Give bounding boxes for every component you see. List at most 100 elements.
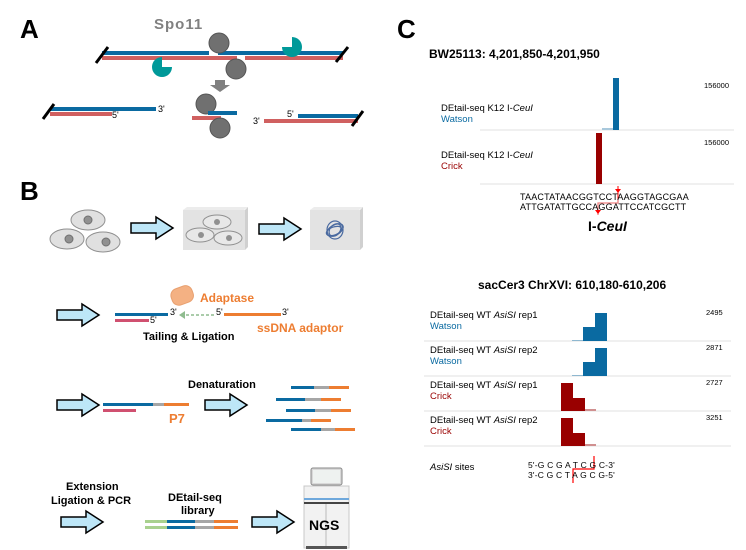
denatured-strand-segment (335, 428, 355, 431)
watson-signal-bar-minor (602, 128, 613, 130)
enzyme-name: AsiSI (430, 462, 453, 473)
adaptase-enzyme-icon (170, 285, 194, 306)
signal-bar (572, 375, 583, 376)
spo11-protein-icon (195, 93, 217, 115)
panel-a-label: A (20, 14, 39, 44)
watson-strand-left (102, 51, 209, 55)
strand-label-watson: Watson (430, 356, 462, 367)
sequence-bottom-strand: ATTGATATTGCCAGGATTCCATCGCTT (520, 202, 687, 212)
track-scale-max: 2871 (706, 343, 723, 352)
track-scale-max: 2495 (706, 308, 723, 317)
chromosome-end-mark (334, 46, 350, 63)
chromosome-end-mark (94, 46, 110, 64)
enzyme-name: AsiSI (493, 345, 516, 356)
denatured-strand-segment (276, 398, 305, 401)
exonuclease-pacman-icon (282, 37, 302, 57)
track-scale-max: 3251 (706, 413, 723, 422)
spo11-label: Spo11 (154, 16, 204, 33)
track-name-text: DEtail-seq WT (430, 415, 494, 426)
ssdna-adaptor-label: ssDNA adaptor (257, 321, 344, 335)
site-label-enzyme: CeuI (596, 218, 627, 234)
ngs-label: NGS (309, 517, 340, 533)
adaptase-label: Adaptase (200, 291, 255, 305)
denatured-strand-segment (315, 409, 331, 412)
watson-rep2-signal (572, 348, 607, 376)
plug-with-cells-icon (183, 207, 248, 250)
track-label: DEtail-seq WT AsiSI rep1 (430, 310, 538, 321)
detail-seq-library-label: DEtail-seq (168, 492, 222, 504)
track-scale-max: 156000 (704, 81, 730, 90)
crick-strand (115, 319, 149, 322)
sequence-top-strand: TAACTATAACGGTCCTAAGGTAGCGAA (520, 192, 689, 202)
dna-duplex-intact (94, 32, 350, 80)
dna-plug-icon (310, 207, 363, 250)
five-prime-label: 5' (287, 109, 294, 119)
enzyme-name: AsiSI (493, 310, 516, 321)
track-label: DEtail-seq WT AsiSI rep2 (430, 345, 538, 356)
ssdna-adaptor-strand (224, 313, 281, 316)
track-name-text: DEtail-seq WT (430, 380, 494, 391)
asisi-site-top: 5'-G C G A T C G C-3' (528, 460, 615, 470)
enzyme-name: AsiSI (493, 380, 516, 391)
strand-label-crick: Crick (430, 426, 452, 437)
denatured-strand-segment (305, 398, 321, 401)
crick-strand (103, 409, 136, 412)
watson-rep1-signal (572, 313, 607, 341)
crick-signal-bar (596, 133, 602, 184)
denatured-strand-segment (321, 428, 335, 431)
denatured-strand-segment (321, 398, 341, 401)
dna-broken-ends (41, 93, 365, 139)
ngs-sequencer-icon (303, 467, 350, 549)
denatured-strand-segment (286, 409, 315, 412)
signal-bar (583, 362, 595, 376)
three-prime-label: 3' (282, 307, 289, 317)
tailing-ligation-label: Tailing & Ligation (143, 331, 235, 343)
spo11-oligo-watson (208, 111, 237, 115)
track-label: DEtail-seq WT AsiSI rep1 (430, 380, 538, 391)
crick-rep2-signal (561, 418, 596, 446)
track-scale-max: 156000 (704, 138, 730, 147)
sites-label-suffix: sites (452, 462, 475, 473)
enzyme-name: CeuI (512, 103, 533, 114)
track-name-text: DEtail-seq K12 I- (441, 103, 513, 114)
crick-rep1-signal (561, 383, 596, 411)
denatured-strand-segment (291, 386, 314, 389)
down-arrow-icon (210, 80, 230, 92)
signal-bar (573, 398, 585, 411)
extension-label: Extension (66, 481, 119, 493)
denatured-strand-segment (331, 409, 351, 412)
crick-strand-right (245, 56, 343, 60)
replicate-label: rep1 (515, 380, 538, 391)
denatured-strand-segment (311, 419, 331, 422)
watson-strand (50, 107, 156, 111)
signal-bar (561, 383, 573, 411)
denatured-strand-segment (314, 386, 329, 389)
track-label: DEtail-seq WT AsiSI rep2 (430, 415, 538, 426)
panel-c-label: C (397, 14, 416, 44)
spo11-protein-icon (209, 117, 231, 139)
track-name-text: DEtail-seq WT (430, 345, 494, 356)
cut-arrow-icon (595, 210, 601, 214)
p7-adaptor-segment (164, 403, 189, 406)
watson-strand (298, 114, 358, 118)
track-name-text: DEtail-seq WT (430, 310, 494, 321)
track-label: DEtail-seq K12 I-CeuI (441, 150, 533, 161)
spo11-protein-icon (225, 58, 247, 80)
spo11-oligo-crick (192, 116, 221, 120)
cells-icon (49, 209, 121, 253)
signal-bar (585, 409, 596, 411)
enzyme-name: CeuI (512, 150, 533, 161)
asisi-site-bottom: 3'-C G C T A G C G-5' (528, 470, 615, 480)
crick-strand (50, 112, 112, 116)
library-label: library (181, 505, 215, 517)
denatured-strand-segment (291, 428, 321, 431)
panel-b-label: B (20, 176, 39, 206)
replicate-label: rep1 (515, 310, 538, 321)
five-prime-label: 5' (112, 110, 119, 120)
three-prime-label: 3' (158, 104, 165, 114)
watson-signal-bar (613, 78, 619, 130)
denaturation-label: Denaturation (188, 379, 256, 391)
